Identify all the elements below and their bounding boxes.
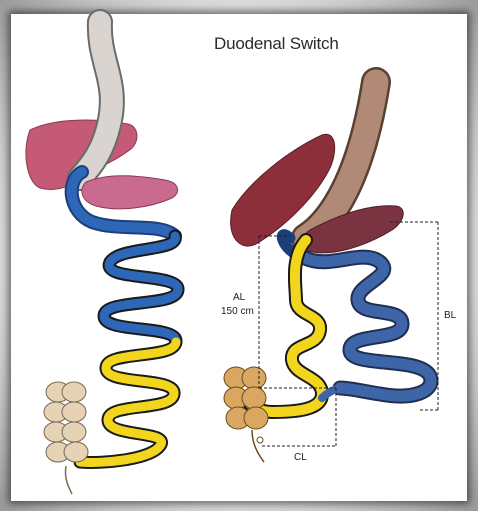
al-length-label: 150 cm bbox=[221, 306, 254, 318]
colon-left bbox=[44, 382, 88, 494]
diagram-title: Duodenal Switch bbox=[214, 34, 364, 54]
pancreas-left bbox=[82, 176, 178, 209]
left-normal-anatomy bbox=[26, 22, 178, 494]
bl-label: BL bbox=[444, 310, 456, 322]
al-label: AL bbox=[233, 292, 245, 304]
colon-right bbox=[224, 367, 268, 462]
right-duodenal-switch bbox=[224, 82, 438, 462]
cl-label: CL bbox=[294, 452, 307, 464]
